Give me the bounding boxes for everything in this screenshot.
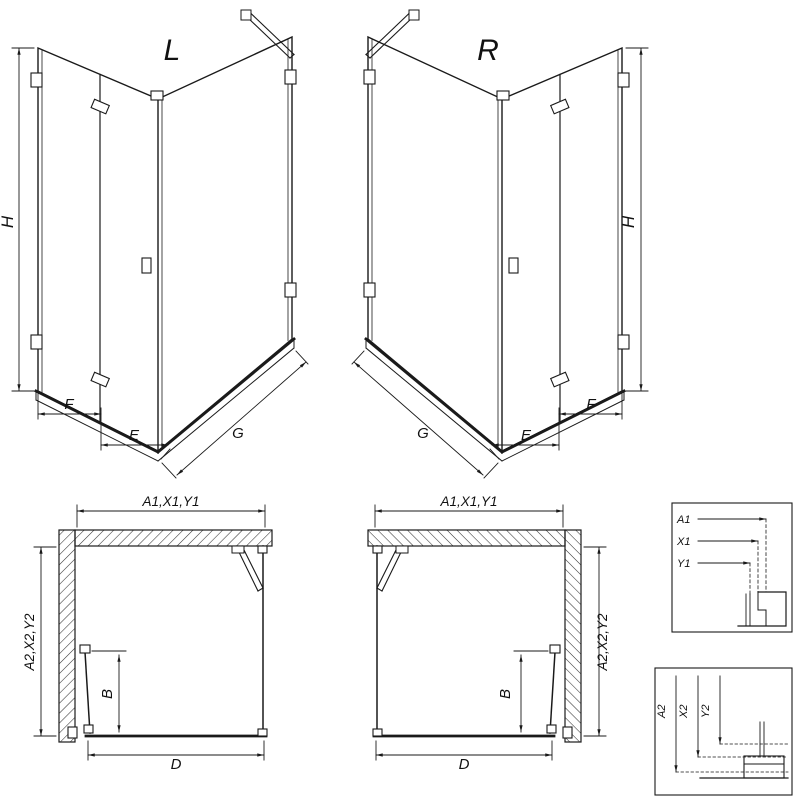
front-view-right: R H F E G [352,10,648,478]
detail-label-y1: Y1 [677,558,690,570]
dim-label-g-right: G [417,425,429,442]
detail-label-y2: Y2 [700,705,712,718]
dim-label-a2x2y2-left: A2,X2,Y2 [22,613,37,672]
dim-label-a2x2y2-right: A2,X2,Y2 [595,613,610,672]
cabin-3d-art-right [352,10,648,478]
dim-label-d-right: D [459,756,470,773]
dim-label-f-left: F [64,396,74,413]
dim-label-b-left: B [99,689,116,699]
detail-label-x2: X2 [678,705,690,719]
dim-label-f-right: F [586,396,596,413]
dim-label-d-left: D [171,756,182,773]
dim-label-h-left: H [0,215,17,228]
wall-profile-section [737,591,787,627]
bottom-rail-section [699,721,789,779]
dim-label-b-right: B [497,689,514,699]
cabin-3d-art-left [12,10,308,478]
dim-label-a1x1y1-left: A1,X1,Y1 [141,494,199,509]
detail-depth-arrows [674,675,722,773]
detail-depth-reference-lines [675,743,789,773]
dim-label-h-right: H [619,215,638,228]
detail-label-x1: X1 [676,536,690,548]
detail-box-widths-frame [671,502,793,633]
dim-label-e-right: E [521,427,532,444]
dim-label-e-left: E [129,427,140,444]
plan-view-right: A1,X1,Y1 A2,X2,Y2 B D [368,494,610,773]
dim-label-g-left: G [232,425,244,442]
dim-label-a1x1y1-right: A1,X1,Y1 [439,494,497,509]
detail-label-a1: A1 [676,514,690,526]
plan-view-left: A1,X1,Y1 A2,X2,Y2 B D [22,494,272,773]
variant-label-left: L [164,34,181,67]
detail-width-arrows [697,517,767,565]
detail-label-a2: A2 [656,705,668,719]
cabin-plan-art-left [34,505,272,760]
detail-box-depths: A2 X2 Y2 [654,667,793,796]
variant-label-right: R [477,34,499,67]
detail-box-widths: A1 X1 Y1 [671,502,793,633]
detail-width-reference-lines [749,518,767,595]
detail-box-depths-frame [654,667,793,796]
cabin-plan-art-right [368,505,606,760]
front-view-left: L H F E G [0,10,308,478]
